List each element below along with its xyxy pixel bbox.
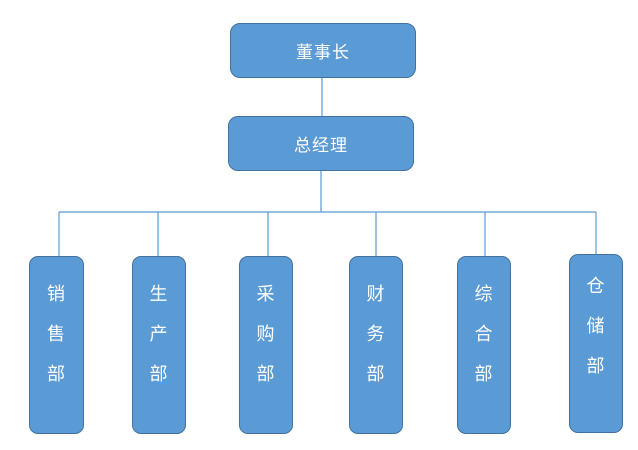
purchasing-char-2: 购 (256, 324, 276, 345)
production-dept-box: 生 产 部 (132, 256, 186, 434)
finance-dept-box: 财 务 部 (349, 256, 403, 434)
production-char-3: 部 (149, 364, 169, 385)
chairman-box: 董事长 (230, 23, 416, 78)
general-manager-box: 总经理 (228, 116, 414, 171)
purchasing-dept-box: 采 购 部 (239, 256, 293, 434)
general-manager-label: 总经理 (294, 136, 348, 156)
warehouse-dept-box: 仓 储 部 (569, 254, 623, 433)
general-affairs-char-3: 部 (474, 364, 494, 385)
production-char-2: 产 (149, 324, 169, 345)
general-affairs-dept-box: 综 合 部 (457, 256, 511, 434)
finance-char-3: 部 (366, 364, 386, 385)
warehouse-char-3: 部 (586, 356, 606, 377)
sales-char-1: 销 (47, 284, 66, 305)
finance-char-2: 务 (366, 324, 386, 345)
production-char-1: 生 (149, 284, 169, 305)
chairman-label: 董事长 (296, 43, 350, 63)
finance-char-1: 财 (366, 284, 386, 305)
general-affairs-char-2: 合 (474, 324, 494, 345)
purchasing-char-1: 采 (256, 284, 276, 305)
purchasing-char-3: 部 (256, 364, 276, 385)
sales-char-3: 部 (47, 364, 66, 385)
warehouse-char-2: 储 (586, 316, 606, 337)
general-affairs-char-1: 综 (474, 284, 494, 305)
sales-dept-box: 销 售 部 (29, 256, 84, 434)
sales-char-2: 售 (47, 324, 66, 345)
warehouse-char-1: 仓 (586, 276, 606, 297)
